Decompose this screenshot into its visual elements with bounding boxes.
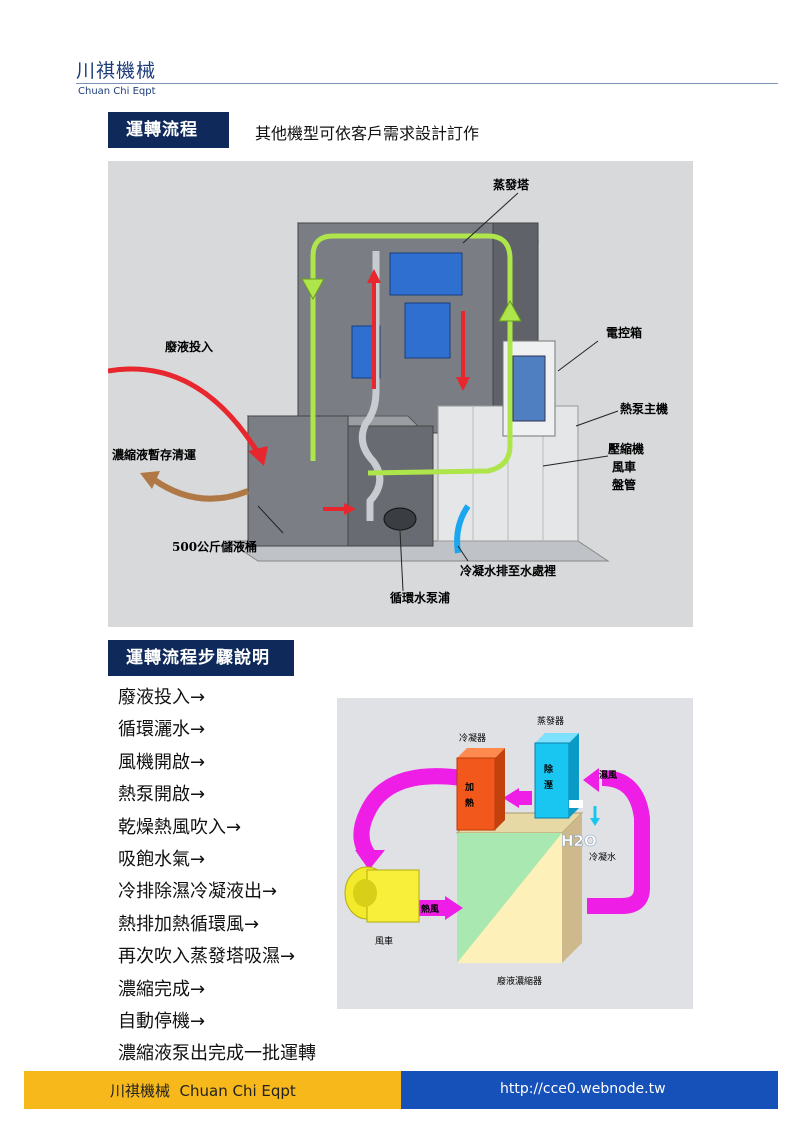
machine-flow-diagram: 蒸發塔 廢液投入 電控箱 熱泵主機 濃縮液暫存清運 壓縮機 風車 盤管 500公…	[107, 161, 693, 627]
circulation-pipe	[358, 251, 384, 521]
label-concentrate-storage: 濃縮液暫存清運	[112, 447, 196, 462]
hot-air-arrow	[445, 896, 463, 920]
machine-diagram-svg: 蒸發塔 廢液投入 電控箱 熱泵主機 濃縮液暫存清運 壓縮機 風車 盤管 500公…	[107, 177, 668, 605]
label-tank: 500公斤儲液桶	[172, 539, 257, 554]
process-steps-list: 廢液投入→ 循環灑水→ 風機開啟→ 熱泵開啟→ 乾燥熱風吹入→ 吸飽水氣→ 冷排…	[118, 682, 316, 1071]
label-hot-air: 熱風	[421, 903, 439, 915]
section-subtitle: 其他機型可依客戶需求設計訂作	[255, 124, 480, 143]
hot-air-return-pipe	[353, 768, 464, 861]
airflow-down-arrow	[301, 278, 325, 301]
label-coil: 盤管	[611, 477, 636, 492]
section-title-steps: 運轉流程步驟說明	[108, 640, 294, 676]
label-waste-concentrator: 廢液濃縮器	[497, 975, 542, 987]
step-item: 乾燥熱風吹入→	[118, 816, 242, 838]
step-item: 自動停機→	[118, 1010, 206, 1032]
label-dehum-1: 除	[544, 763, 554, 775]
label-dehum-2: 溼	[544, 779, 553, 791]
schematic-svg: 蒸發器 冷凝器 加 熱 除 溼 濕風 H2O 冷凝水 熱風 風車 廢液濃縮器	[344, 715, 650, 987]
label-condensate-drain: 冷凝水排至水處裡	[460, 563, 556, 578]
label-control-box: 電控箱	[606, 325, 642, 340]
footer-website-link[interactable]: http://cce0.webnode.tw	[500, 1081, 666, 1097]
label-fan: 風車	[612, 459, 636, 474]
step-item: 濃縮液泵出完成一批運轉	[118, 1043, 316, 1065]
condenser-heater	[456, 757, 496, 831]
wet-air-pipe	[587, 770, 650, 914]
section-title-operation-flow: 運轉流程	[108, 112, 229, 148]
water-down-arrow	[456, 377, 470, 391]
step-item: 循環灑水→	[118, 719, 206, 741]
airflow-up-arrow	[498, 299, 522, 322]
waste-input-arrow	[107, 366, 261, 455]
step-item: 熱排加熱循環風→	[118, 913, 260, 935]
tower-window-top	[389, 252, 463, 296]
condensate-drop-icon	[590, 818, 600, 826]
step-item: 濃縮完成→	[118, 978, 206, 1000]
step-item: 吸飽水氣→	[118, 848, 206, 870]
label-compressor: 壓縮機	[608, 441, 644, 456]
step-item: 風機開啟→	[118, 751, 206, 773]
control-panel	[512, 355, 546, 422]
evaporator-dehumidifier	[534, 742, 570, 819]
water-up-arrow	[367, 269, 381, 283]
footer-company: 川祺機械 Chuan Chi Eqpt	[110, 1082, 296, 1100]
circulation-pump	[383, 507, 417, 531]
label-evaporator: 蒸發器	[537, 715, 564, 727]
label-evaporator-tower: 蒸發塔	[493, 177, 530, 192]
label-fan: 風車	[375, 935, 393, 947]
footer-right-band	[401, 1071, 778, 1109]
label-waste-input: 廢液投入	[165, 339, 213, 354]
label-heat-2: 熱	[465, 797, 474, 809]
label-heat-pump-main: 熱泵主機	[620, 401, 668, 416]
label-condenser: 冷凝器	[459, 732, 486, 744]
footer-left-band	[24, 1071, 401, 1109]
step-item: 冷排除濕冷凝液出→	[118, 881, 278, 903]
label-h2o: H2O	[561, 832, 597, 850]
step-item: 再次吹入蒸發塔吸濕→	[118, 946, 296, 968]
condensate-drain-arrow	[454, 504, 471, 554]
header-divider	[76, 83, 778, 84]
company-name-en: Chuan Chi Eqpt	[78, 86, 156, 97]
tower-window-middle	[404, 302, 451, 359]
step-item: 熱泵開啟→	[118, 784, 206, 806]
step-item: 廢液投入→	[118, 687, 206, 708]
label-circulation-pump: 循環水泵浦	[390, 590, 450, 605]
label-heat-1: 加	[464, 781, 474, 793]
label-condensate-water: 冷凝水	[589, 851, 616, 863]
airflow-loop	[310, 233, 513, 476]
storage-tank	[247, 415, 349, 547]
heat-pump-flow-schematic: 蒸發器 冷凝器 加 熱 除 溼 濕風 H2O 冷凝水 熱風 風車 廢液濃縮器	[337, 698, 693, 1009]
label-wet-air: 濕風	[599, 769, 617, 781]
company-name-zh: 川祺機械	[76, 60, 157, 82]
concentrate-out-arrow	[151, 476, 250, 502]
